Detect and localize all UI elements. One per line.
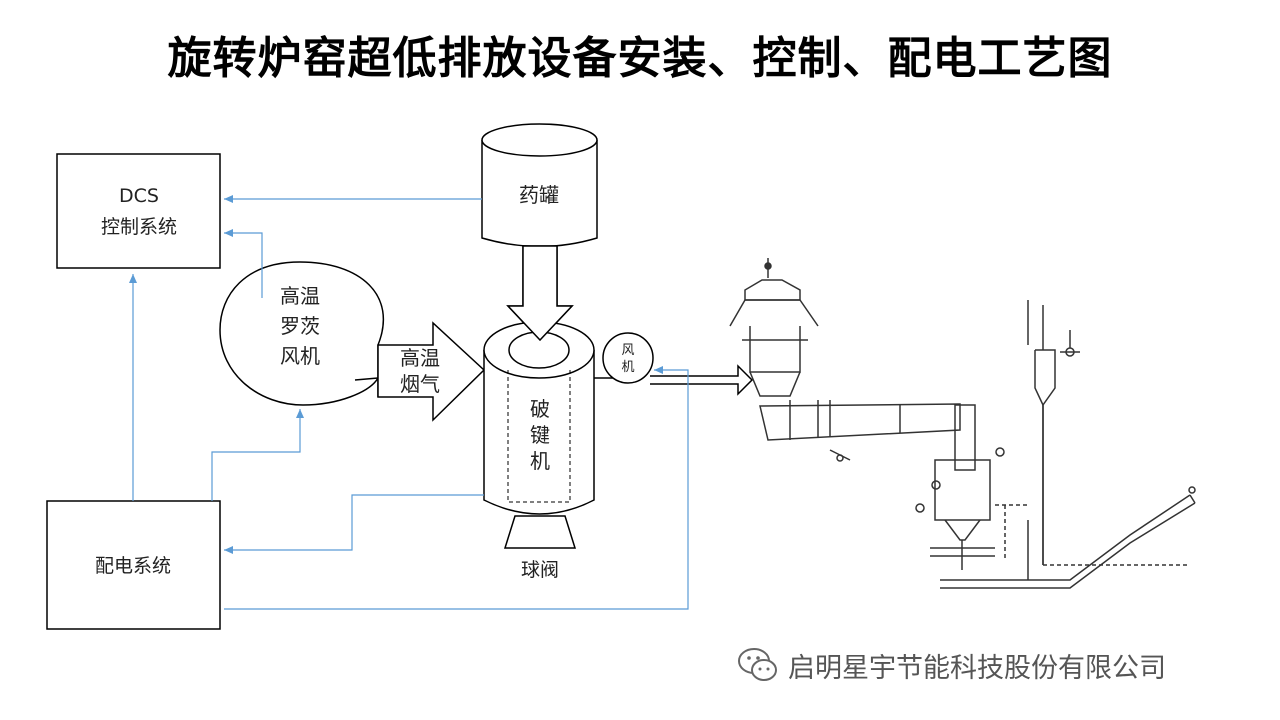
dcs-control-system-box: DCS 控制系统: [56, 153, 221, 269]
small-fan: 风 机: [594, 332, 654, 384]
company-name: 启明星宇节能科技股份有限公司: [788, 652, 1166, 684]
crusher: 破 键 机: [483, 245, 595, 549]
fan-to-kiln-arrow: [650, 364, 754, 396]
blower-label-1: 高温: [280, 284, 320, 308]
power-label: 配电系统: [95, 555, 171, 577]
wechat-icon: [738, 648, 777, 681]
dcs-label: DCS: [119, 185, 159, 207]
power-distribution-box: 配电系统: [46, 500, 221, 630]
flue-gas-arrow: 高温 烟气: [377, 321, 486, 422]
ball-valve-label: 球阀: [521, 559, 559, 581]
crusher-label-2: 键: [530, 423, 550, 447]
diagram-title: 旋转炉窑超低排放设备安装、控制、配电工艺图: [167, 33, 1113, 84]
small-fan-label-1: 风: [621, 343, 634, 358]
flue-gas-label-1: 高温: [400, 346, 440, 370]
rotary-kiln-drawing: [729, 258, 1196, 589]
blower-label-3: 风机: [280, 344, 320, 368]
company-watermark: 启明星宇节能科技股份有限公司: [736, 645, 1166, 685]
crusher-label-1: 破: [530, 397, 550, 421]
flue-gas-label-2: 烟气: [400, 372, 440, 396]
signal-lines: [129, 195, 689, 610]
medicine-tank: 药罐: [481, 123, 598, 248]
dcs-sub-label: 控制系统: [101, 216, 177, 238]
crusher-label-3: 机: [530, 449, 550, 473]
tank-label: 药罐: [519, 183, 559, 207]
blower-label-2: 罗茨: [280, 314, 320, 338]
roots-blower: 高温 罗茨 风机: [219, 261, 384, 406]
small-fan-label-2: 机: [621, 360, 634, 375]
